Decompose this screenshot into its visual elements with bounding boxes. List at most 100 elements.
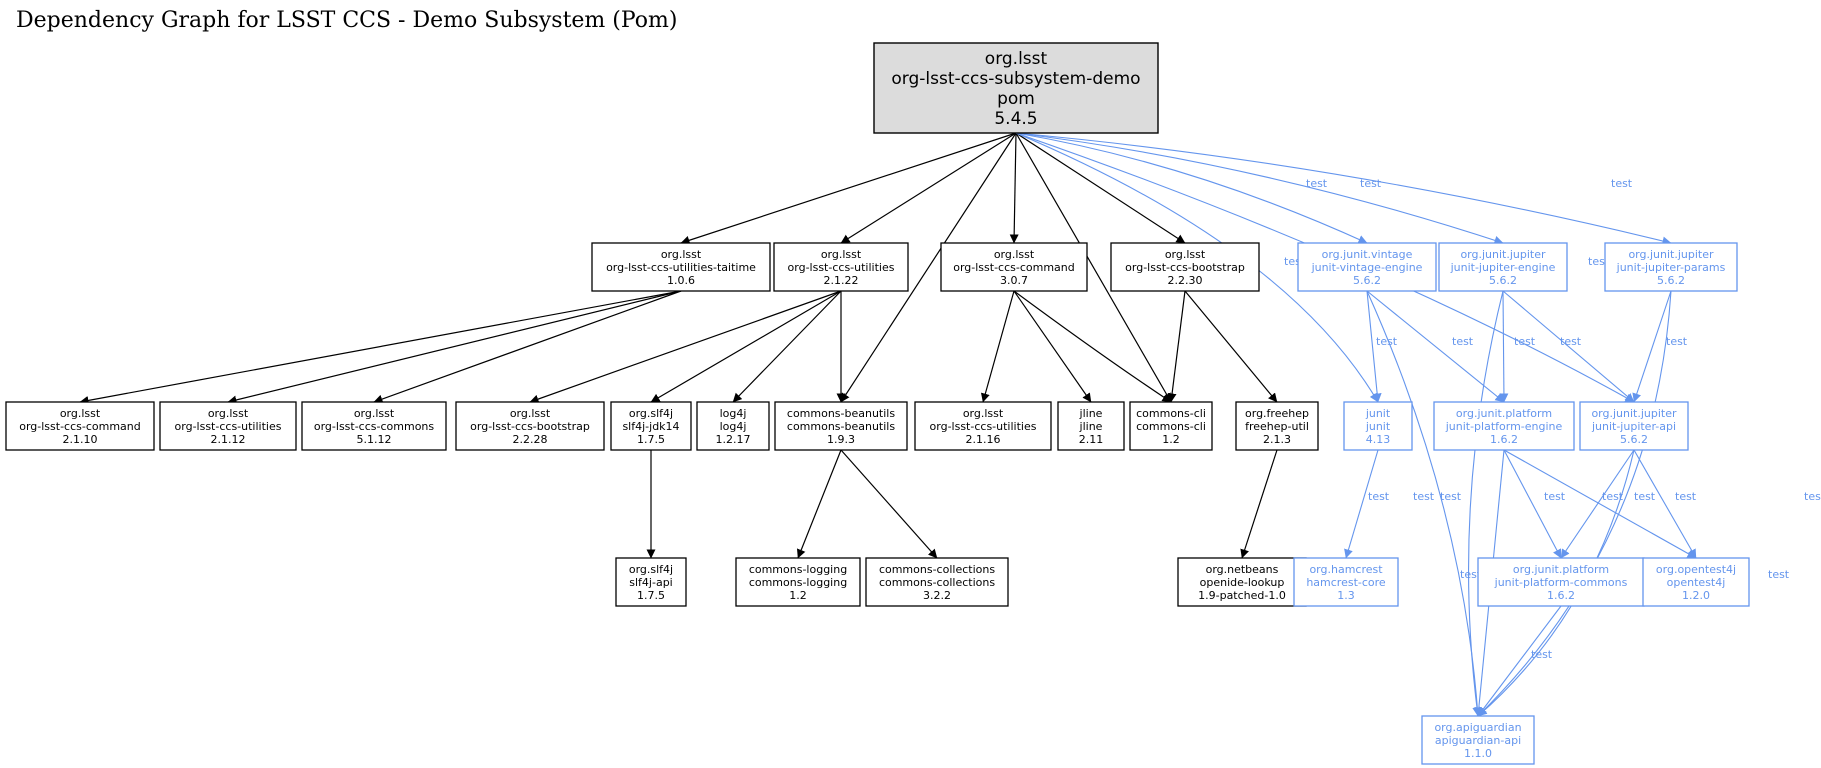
node-label-line: openide-lookup [1200, 576, 1285, 589]
node-label-line: 1.2 [1162, 433, 1180, 446]
node-box [1433, 401, 1575, 451]
node-openide[interactable]: org.netbeansopenide-lookup1.9-patched-1.… [1177, 557, 1307, 607]
node-label-line: org-lsst-ccs-utilities [930, 420, 1037, 433]
edge-label-test: test [1452, 335, 1474, 348]
node-label-line: 3.0.7 [1000, 274, 1028, 287]
node-label-line: junit-jupiter-api [1591, 420, 1676, 433]
node-box [1421, 715, 1535, 765]
node-jupiter_engine[interactable]: org.junit.jupiterjunit-jupiter-engine5.6… [1438, 242, 1568, 292]
node-root[interactable]: org.lsstorg-lsst-ccs-subsystem-demopom5.… [873, 42, 1159, 134]
node-label-line: apiguardian-api [1435, 734, 1521, 747]
node-label-line: jline [1079, 420, 1103, 433]
node-label-line: org-lsst-ccs-commons [314, 420, 435, 433]
edge-root-to-beanutils [840, 132, 1017, 403]
node-label-line: org.lsst [985, 49, 1048, 69]
node-platform_commons[interactable]: org.junit.platformjunit-platform-commons… [1477, 557, 1645, 607]
edge-root-to-commons_cli [1015, 132, 1172, 403]
node-label-line: org.slf4j [629, 407, 673, 420]
node-label-line: org.opentest4j [1656, 563, 1736, 576]
node-label-line: junit-jupiter-params [1616, 261, 1726, 274]
node-label-line: 5.4.5 [994, 109, 1037, 129]
edge-root-to-vintage_engine [1015, 132, 1368, 244]
node-jupiter_params[interactable]: org.junit.jupiterjunit-jupiter-params5.6… [1604, 242, 1738, 292]
node-label-line: 1.7.5 [637, 433, 665, 446]
node-box [455, 401, 605, 451]
edge-label-test: test [1804, 490, 1821, 503]
node-box [1343, 401, 1413, 451]
edge-junit-to-hamcrest [1344, 449, 1379, 559]
node-label-line: 3.2.2 [923, 589, 951, 602]
edge-platform_engine-to-platform_commons [1503, 449, 1562, 559]
node-box [773, 242, 909, 292]
node-box [1642, 557, 1750, 607]
edge-jupiter_api-to-opentest4j [1633, 449, 1697, 559]
node-label-line: org.netbeans [1206, 563, 1279, 576]
edge-label-test: test [1413, 490, 1435, 503]
node-label-line: log4j [720, 407, 747, 420]
node-label-line: junit-platform-commons [1494, 576, 1628, 589]
node-label-line: org-lsst-ccs-bootstrap [1125, 261, 1245, 274]
edge-command_307-to-jline [1013, 290, 1092, 403]
node-label-line: org.apiguardian [1434, 721, 1521, 734]
node-label-line: junit-jupiter-engine [1450, 261, 1556, 274]
node-commons_collections[interactable]: commons-collectionscommons-collections3.… [865, 557, 1009, 607]
edge-beanutils-to-commons_collections [840, 449, 938, 559]
node-label-line: org.lsst [963, 407, 1004, 420]
node-label-line: junit-vintage-engine [1311, 261, 1423, 274]
node-box [1110, 242, 1260, 292]
node-label-line: 4.13 [1366, 433, 1391, 446]
edge-command_307-to-utilities_2116 [980, 290, 1015, 403]
node-box [1604, 242, 1738, 292]
node-box [865, 557, 1009, 607]
node-label-line: org.junit.jupiter [1460, 248, 1546, 261]
node-label-line: commons-collections [879, 576, 995, 589]
node-label-line: org.lsst [1165, 248, 1206, 261]
edge-vintage_engine-to-junit [1366, 290, 1382, 403]
edge-label-test: test [1544, 490, 1566, 503]
node-box [159, 401, 297, 451]
node-box [1438, 242, 1568, 292]
node-label-line: 1.9.3 [827, 433, 855, 446]
edge-utilities_2122-to-bootstrap_2228 [529, 290, 842, 404]
node-label-line: 1.6.2 [1490, 433, 1518, 446]
edge-jupiter_params-to-apiguardian [1477, 290, 1672, 717]
node-label-line: 2.1.3 [1263, 433, 1291, 446]
node-label-line: 1.2.17 [716, 433, 751, 446]
edge-bootstrap_2230-to-commons_cli [1167, 290, 1186, 403]
node-label-line: junit [1365, 420, 1391, 433]
node-taitime[interactable]: org.lsstorg-lsst-ccs-utilities-taitime1.… [591, 242, 771, 292]
node-box [615, 557, 687, 607]
node-platform_engine[interactable]: org.junit.platformjunit-platform-engine1… [1433, 401, 1575, 451]
edge-label-test: test [1666, 335, 1688, 348]
node-box [914, 401, 1052, 451]
node-label-line: org.junit.platform [1513, 563, 1609, 576]
node-vintage_engine[interactable]: org.junit.vintagejunit-vintage-engine5.6… [1297, 242, 1437, 292]
node-label-line: slf4j-jdk14 [622, 420, 679, 433]
edge-root-to-taitime [680, 132, 1017, 245]
node-label-line: 2.1.12 [211, 433, 246, 446]
node-label-line: org.lsst [821, 248, 862, 261]
node-label-line: org-lsst-ccs-subsystem-demo [891, 69, 1140, 89]
edge-label-test: test [1675, 490, 1697, 503]
